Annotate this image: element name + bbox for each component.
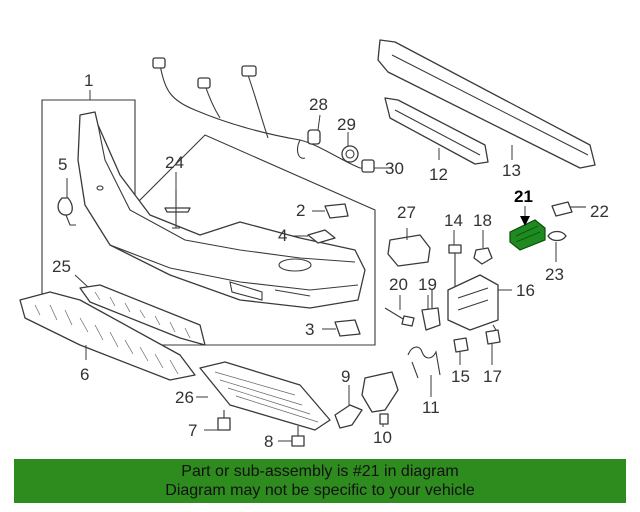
callout-23: 23: [545, 265, 564, 284]
callout-24: 24: [165, 153, 184, 172]
callout-9: 9: [341, 367, 350, 386]
info-banner: Part or sub-assembly is #21 in diagram D…: [14, 459, 626, 503]
banner-line-1: Part or sub-assembly is #21 in diagram: [181, 463, 459, 480]
callout-27: 27: [397, 203, 416, 222]
callout-1: 1: [84, 71, 93, 90]
part-21-highlighted[interactable]: [509, 206, 546, 251]
banner-line-2: Diagram may not be specific to your vehi…: [165, 482, 475, 499]
callout-7: 7: [188, 421, 197, 440]
callout-14: 14: [444, 211, 463, 230]
callout-2: 2: [296, 201, 305, 220]
callout-10: 10: [373, 428, 392, 447]
lower-grille: [199, 361, 331, 431]
reinforcement-bar: [377, 39, 596, 169]
parts-diagram: 1 2 3 4 5 6 7 8 9 10 11 12 13 14 15 16 1…: [19, 39, 609, 451]
wiring-harness: [159, 64, 378, 169]
callout-15: 15: [451, 367, 470, 386]
callout-25: 25: [52, 257, 71, 276]
callout-3: 3: [305, 320, 314, 339]
callout-13: 13: [502, 161, 521, 180]
callout-26: 26: [175, 388, 194, 407]
callout-30: 30: [385, 159, 404, 178]
callout-28: 28: [309, 95, 328, 114]
callout-4: 4: [278, 226, 287, 245]
callout-29: 29: [337, 115, 356, 134]
callout-16: 16: [516, 281, 535, 300]
callout-22: 22: [590, 202, 609, 221]
callout-12: 12: [429, 165, 448, 184]
underbody-panel: [19, 291, 196, 381]
callout-11: 11: [422, 398, 440, 417]
callout-8: 8: [264, 432, 273, 451]
callout-20: 20: [389, 275, 408, 294]
callout-21[interactable]: 21: [514, 187, 533, 206]
callout-18: 18: [473, 211, 492, 230]
callout-6: 6: [80, 365, 89, 384]
callout-19: 19: [418, 275, 437, 294]
callout-5: 5: [58, 155, 67, 174]
callout-17: 17: [483, 367, 502, 386]
